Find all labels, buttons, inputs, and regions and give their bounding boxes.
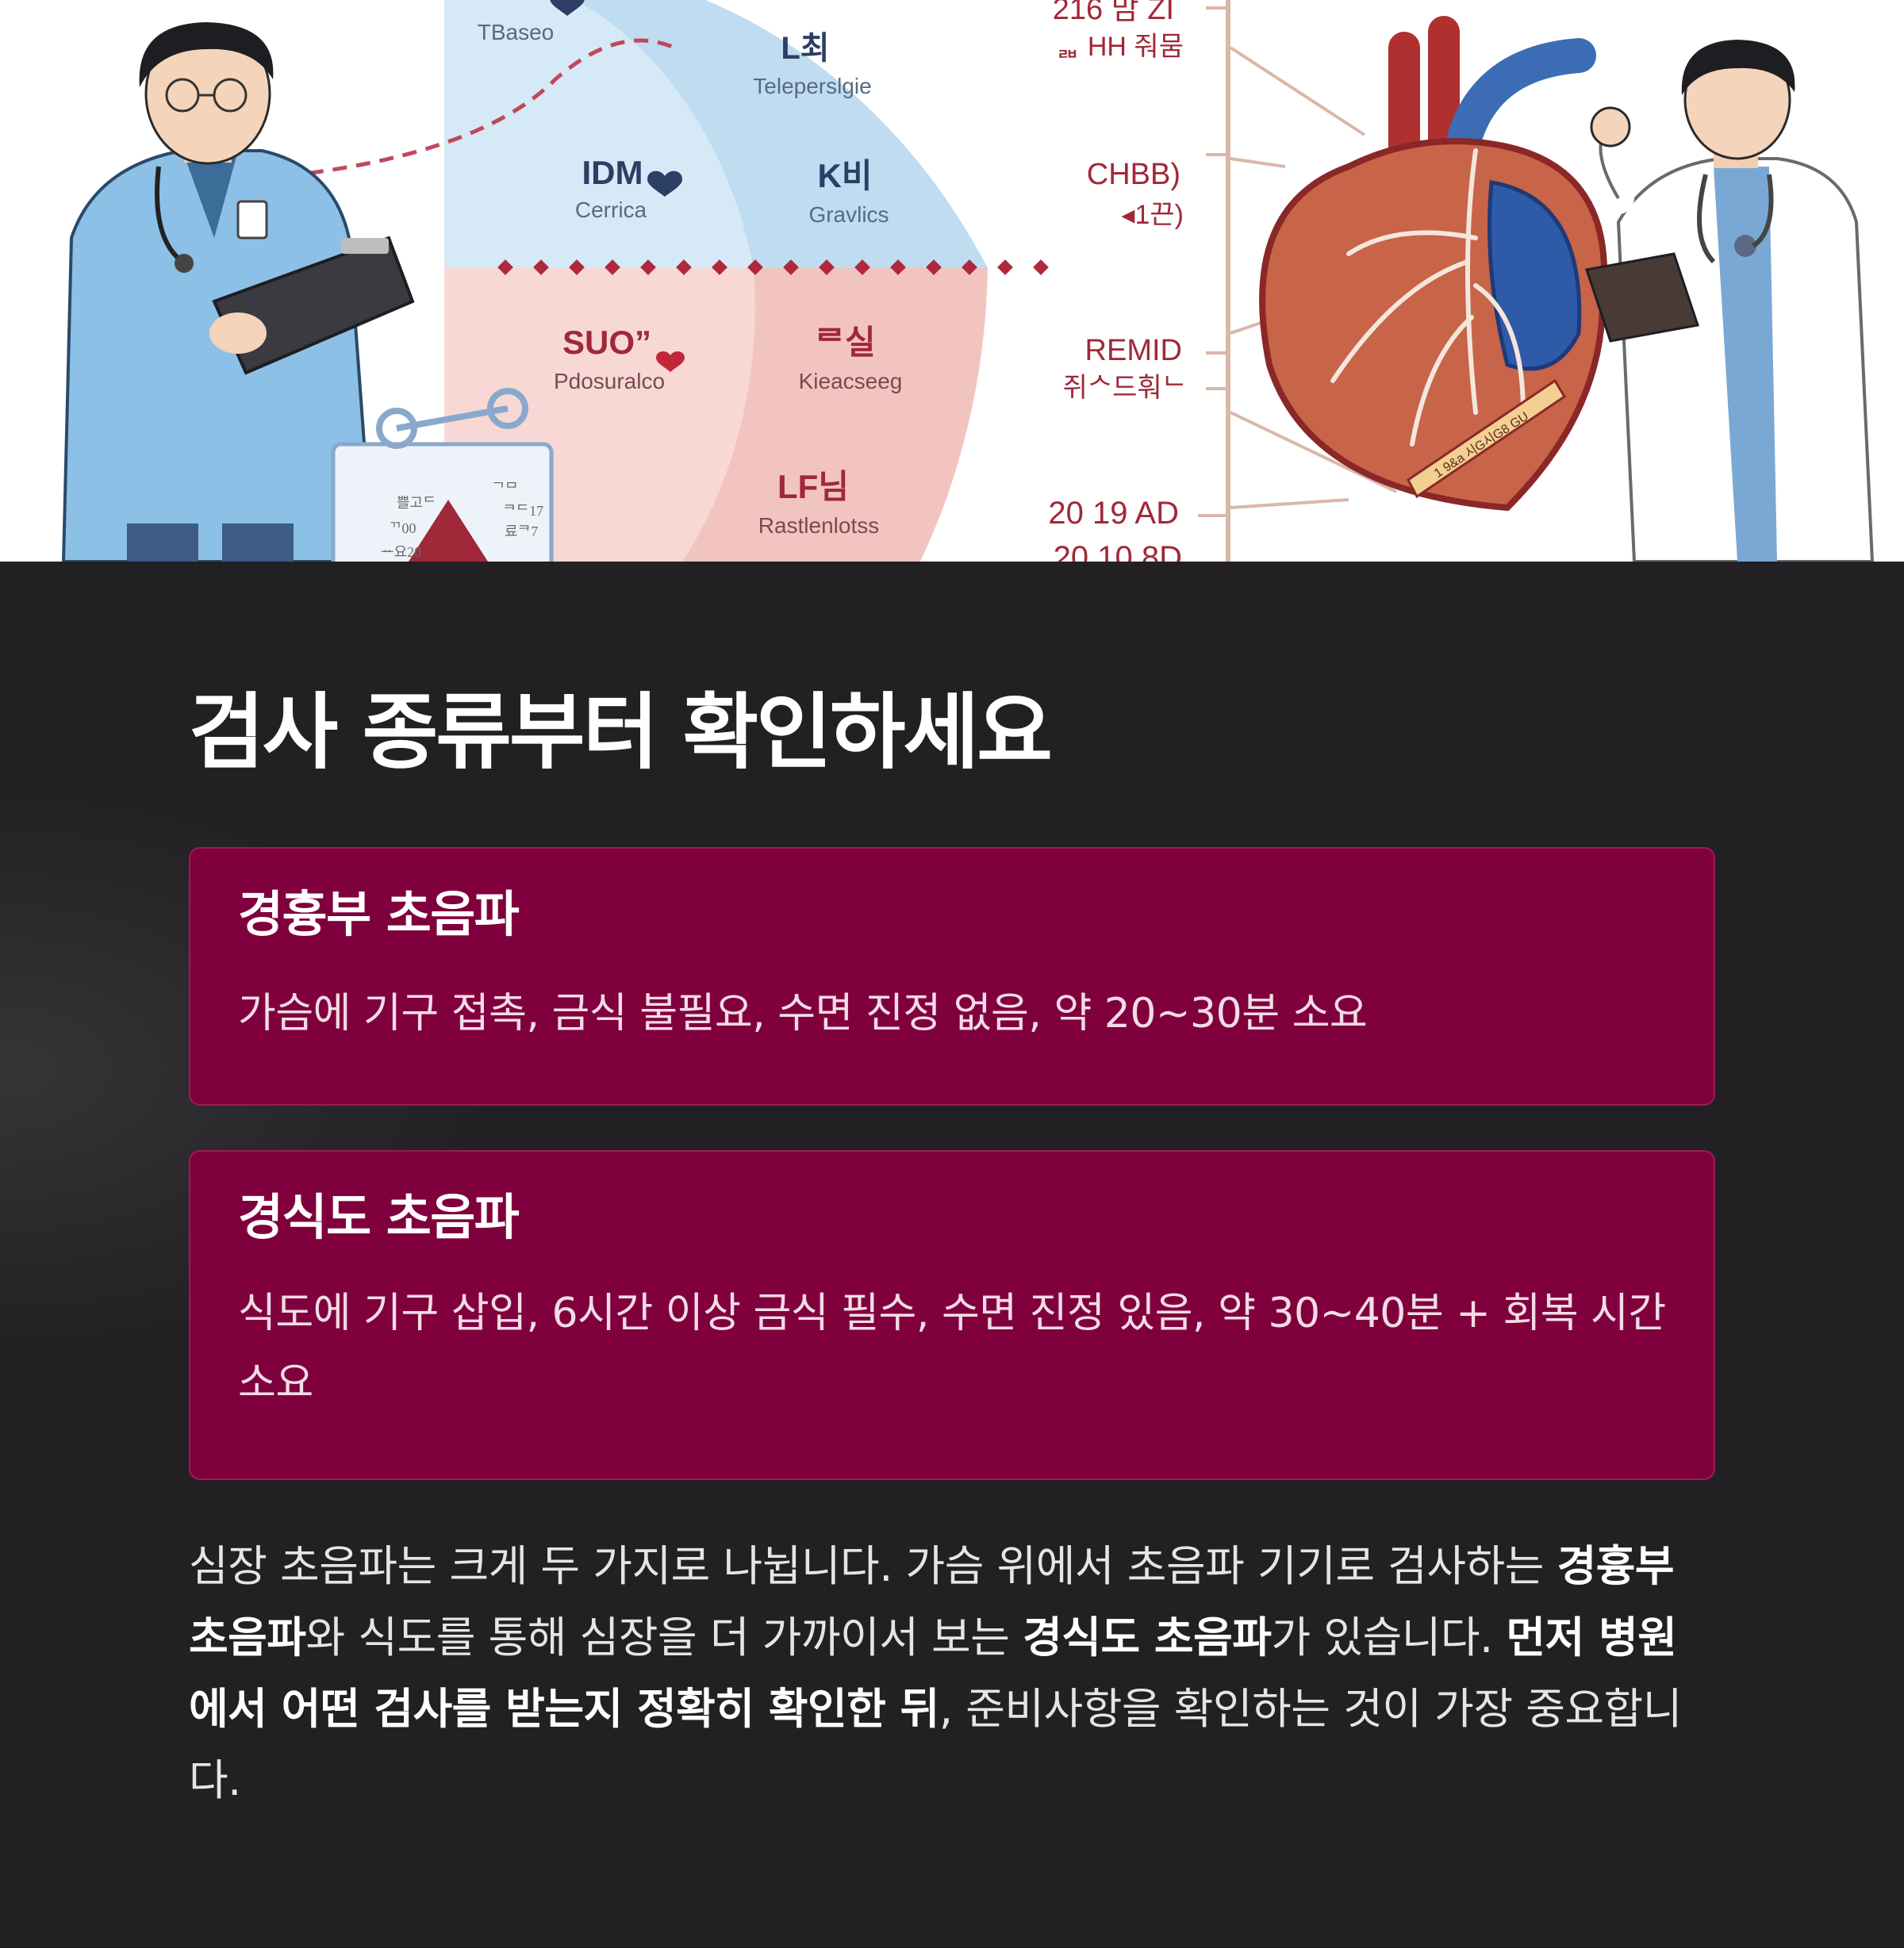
hero-svg: TBaseo L최 Teleperslgie IDM Cerrica K비 Gr… <box>61 0 1875 562</box>
intro-text: 가 있습니다. <box>1271 1612 1507 1662</box>
hero-illustration: TBaseo L최 Teleperslgie IDM Cerrica K비 Gr… <box>0 0 1904 562</box>
diagram-label-t2-title: L최 <box>781 31 829 66</box>
card-description: 식도에 기구 삽입, 6시간 이상 금식 필수, 수면 진정 있음, 약 30~… <box>238 1290 1666 1408</box>
diagram-label-t3-title: IDM <box>582 154 643 191</box>
diagram-label-t6-sub: Kieacseeg <box>799 369 903 393</box>
side-label-4b: 20 10 8D <box>1054 540 1182 562</box>
side-label-2b: ◂1끈) <box>1121 200 1184 230</box>
diagram-label-t4-title: K비 <box>818 157 873 194</box>
side-label-3a: REMID <box>1085 334 1182 367</box>
heart-icon <box>656 351 685 372</box>
exam-card-transesophageal: 경식도 초음파 식도에 기구 삽입, 6시간 이상 금식 필수, 수면 진정 있… <box>189 1150 1715 1480</box>
diagram-label-t4-sub: Gravlics <box>808 202 889 227</box>
heart-illustration: 1 9&a 시G시G8 GU <box>1259 16 1608 512</box>
intro-emphasis: 경흉부 초음파 <box>189 1541 1675 1662</box>
content-section: 검사 종류부터 확인하세요 경흉부 초음파 가슴에 기구 접촉, 금식 불필요,… <box>0 562 1904 1948</box>
side-label-2a: CHBB) <box>1087 158 1180 191</box>
dashed-pointer <box>261 38 675 181</box>
diagram-label-t1: TBaseo <box>478 20 555 44</box>
diagram-label-t3-sub: Cerrica <box>575 197 647 222</box>
intro-emphasis: 경식도 초음파 <box>1023 1612 1272 1662</box>
heart-icon <box>647 171 682 197</box>
diagram-label-t5-title: SUO” <box>562 324 651 361</box>
calendar-text: ᄏᄃ17 <box>503 503 543 519</box>
intro-text: 와 식도를 통해 심장을 더 가까이서 보는 <box>305 1612 1023 1662</box>
calendar-text: 료ᄏ7 <box>505 523 538 539</box>
diagram-label-t6-title: ᄅ실 <box>814 324 875 361</box>
diagram-label-t7-sub: Rastlenlotss <box>758 513 880 538</box>
diamond-divider <box>497 259 1049 275</box>
diagram-label-t5-sub: Pdosuralco <box>554 369 665 393</box>
calendar-text: ᄁ00 <box>389 520 416 536</box>
intro-text: , 준비사항을 확인하는 것이 가장 중요합니다. <box>189 1684 1682 1805</box>
heart-markers <box>550 0 682 197</box>
calendar-text: 쁠고ᄃ <box>397 495 436 511</box>
exam-card-transthoracic: 경흉부 초음파 가슴에 기구 접촉, 금식 불필요, 수면 진정 없음, 약 2… <box>189 847 1715 1106</box>
calendar-text: ᄀᄆ <box>492 481 518 497</box>
side-scale: 216 맘 ZI ᆲ HH 줘뭄 CHBB) ◂1끈) REMID 쥐ᄉ드훠ᄂ … <box>1048 0 1397 562</box>
doctor-right-illustration <box>1584 40 1875 562</box>
side-label-1a: 216 맘 ZI <box>1053 0 1174 26</box>
side-label-1b: ᆲ HH 줘뭄 <box>1055 32 1184 62</box>
doctor-left-illustration <box>61 22 415 562</box>
section-title: 검사 종류부터 확인하세요 <box>189 684 1053 780</box>
clipboard <box>1585 252 1699 343</box>
side-label-4a: 20 19 AD <box>1048 496 1179 531</box>
intro-paragraph: 심장 초음파는 크게 두 가지로 나뉩니다. 가슴 위에서 초음파 기기로 검사… <box>189 1531 1715 1816</box>
side-label-3b: 쥐ᄉ드훠ᄂ <box>1063 373 1187 403</box>
diagram-label-t2-sub: Teleperslgie <box>753 74 871 98</box>
intro-emphasis: 먼저 병원에서 어떤 검사를 받는지 정확히 확인한 뒤 <box>189 1612 1677 1734</box>
heart-icon <box>550 0 585 16</box>
calendar-text: ᅭ요20 <box>381 544 421 560</box>
diagram-label-t7-title: LF님 <box>777 468 849 505</box>
heart-banner <box>1407 378 1567 499</box>
card-description: 가슴에 기구 접촉, 금식 불필요, 수면 진정 없음, 약 20~30분 소요 <box>238 990 1368 1038</box>
id-badge <box>236 200 268 240</box>
card-title: 경흉부 초음파 <box>238 885 520 943</box>
card-title: 경식도 초음파 <box>238 1188 520 1246</box>
intro-text: 심장 초음파는 크게 두 가지로 나뉩니다. 가슴 위에서 초음파 기기로 검사… <box>189 1541 1557 1591</box>
calendar-illustration: 쁠고ᄃ ᄁ00 ᅭ요20 ᄀᄆ ᄏᄃ17 료ᄏ7 <box>331 388 554 562</box>
